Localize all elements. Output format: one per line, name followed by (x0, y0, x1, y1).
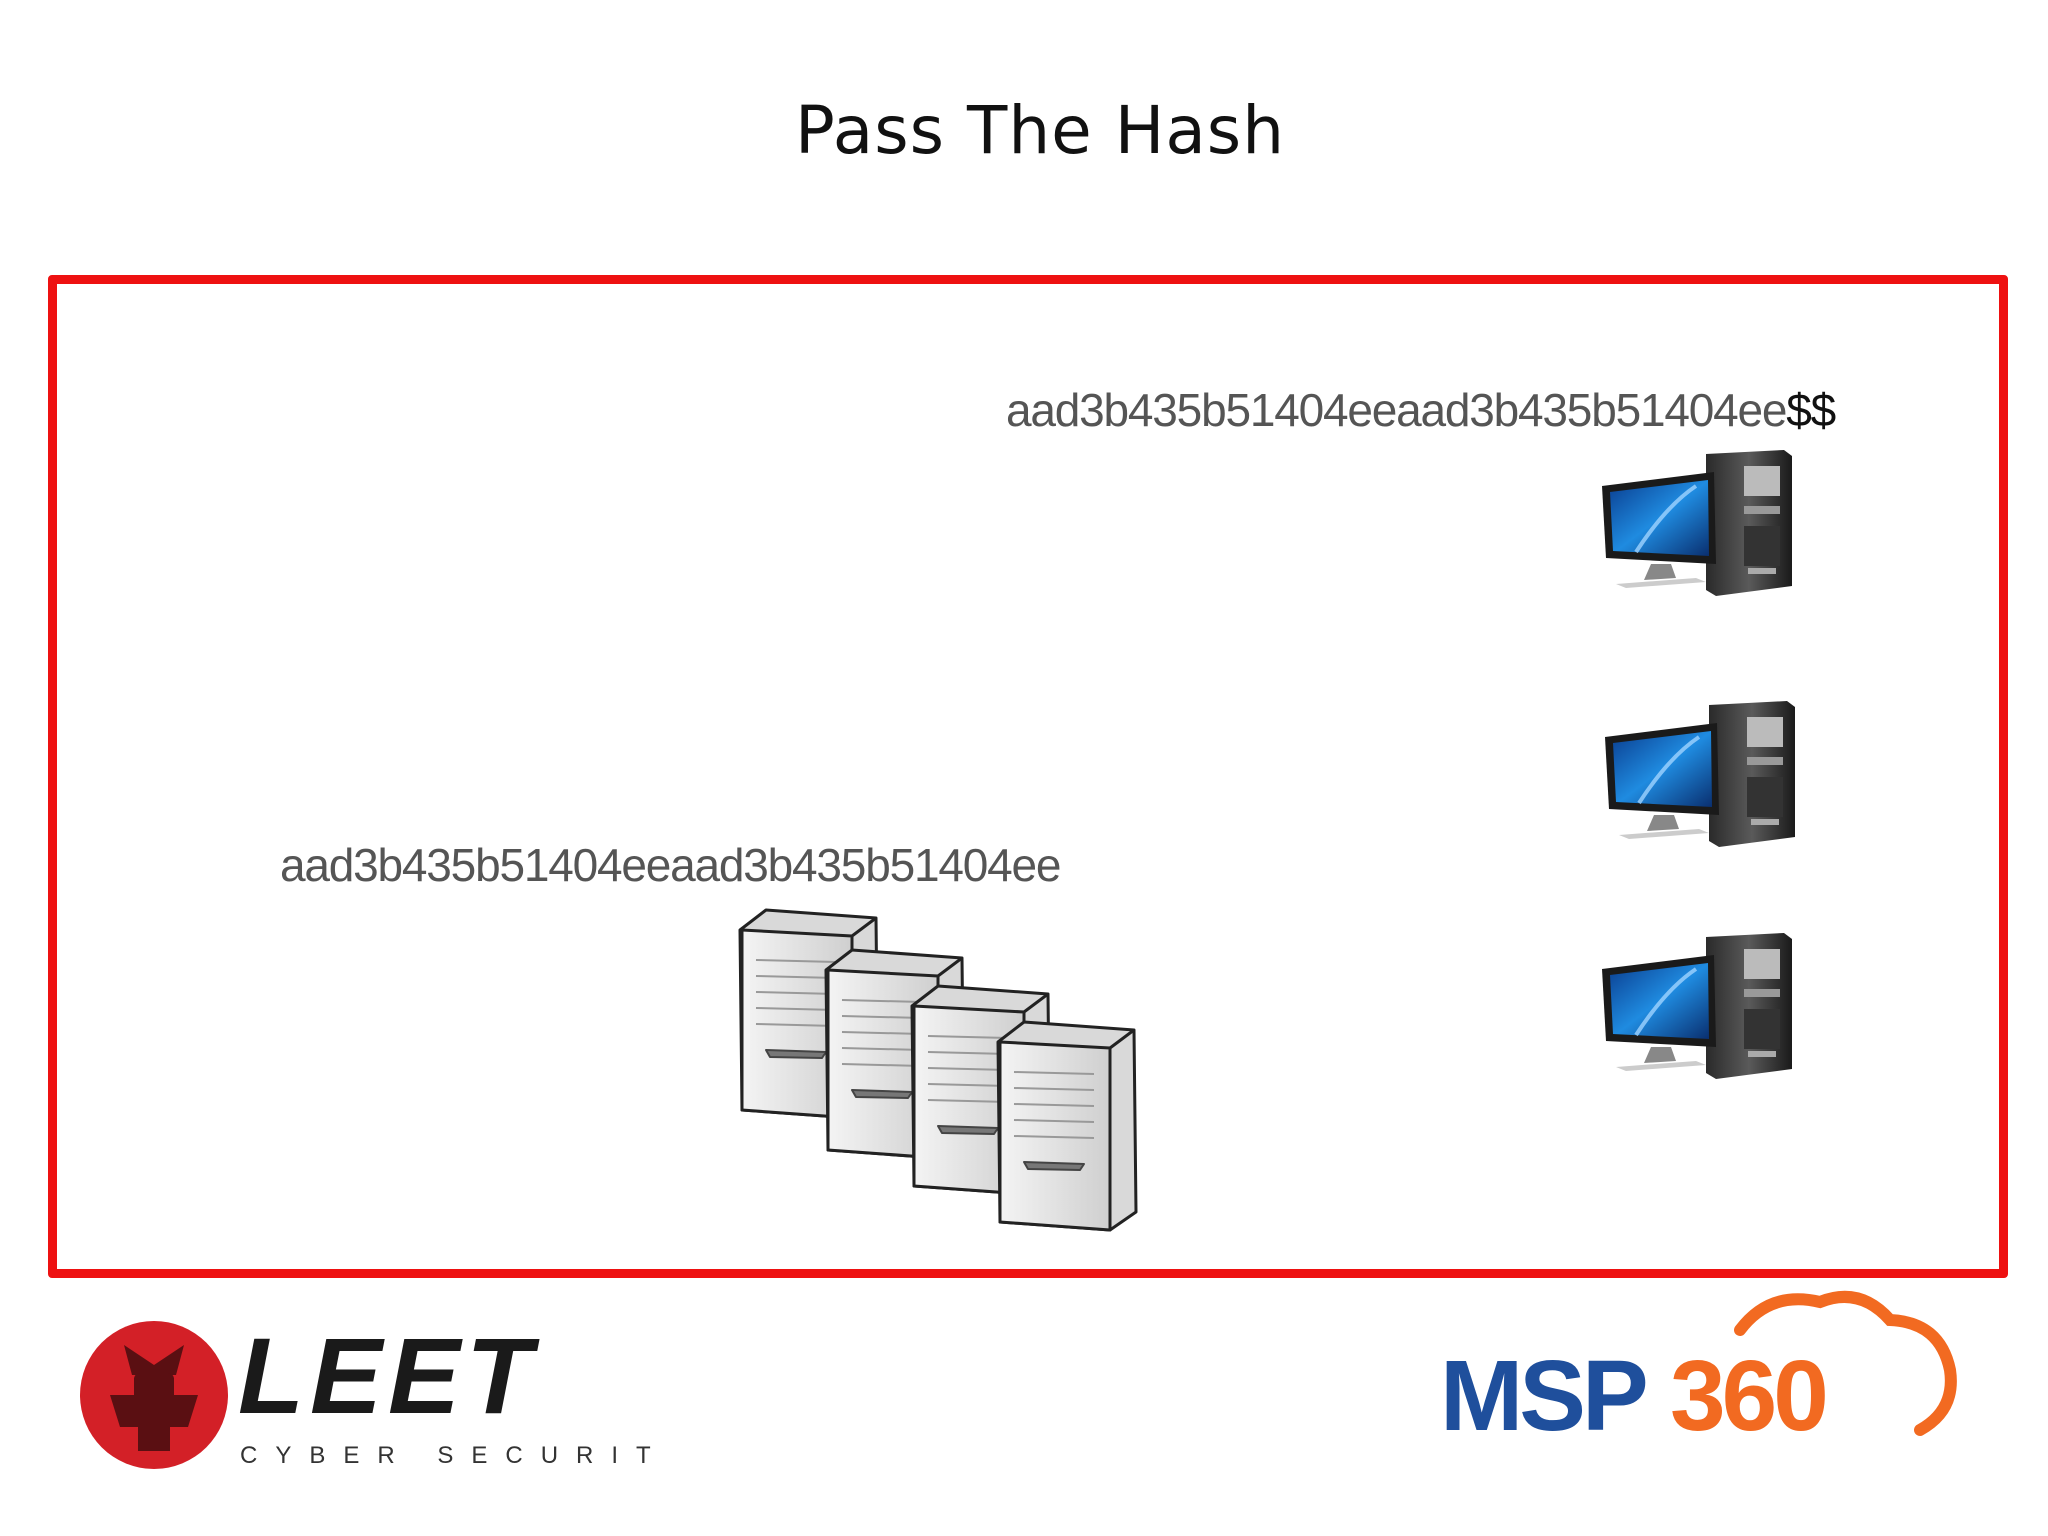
network-frame (48, 275, 2008, 1278)
workstation-icon (1602, 450, 1792, 596)
hash-label-server: aad3b435b51404eeaad3b435b51404ee (280, 839, 1061, 891)
hash-suffix: $$ (1786, 384, 1836, 436)
slide-title: Pass The Hash (794, 92, 1286, 169)
hash-label-workstation: aad3b435b51404eeaad3b435b51404ee$$ (1006, 383, 1836, 437)
server-cluster-icon (738, 908, 1138, 1232)
workstation-icon (1602, 933, 1792, 1079)
msp-wordmark: MSP (1440, 1340, 1646, 1452)
leet-subtitle: CYBER SECURITY (240, 1442, 660, 1469)
hash-value: aad3b435b51404eeaad3b435b51404ee (1006, 384, 1787, 436)
msp-360-wordmark: 360 (1670, 1340, 1825, 1452)
cloud-icon (1734, 1290, 1957, 1436)
server-unit-icon (996, 1020, 1138, 1232)
leet-wordmark: LEET (238, 1315, 540, 1436)
msp360-logo: MSP 360 (1440, 1290, 1957, 1452)
leet-cyber-security-logo: LEET CYBER SECURITY (80, 1315, 660, 1469)
workstation-icon (1605, 701, 1795, 847)
